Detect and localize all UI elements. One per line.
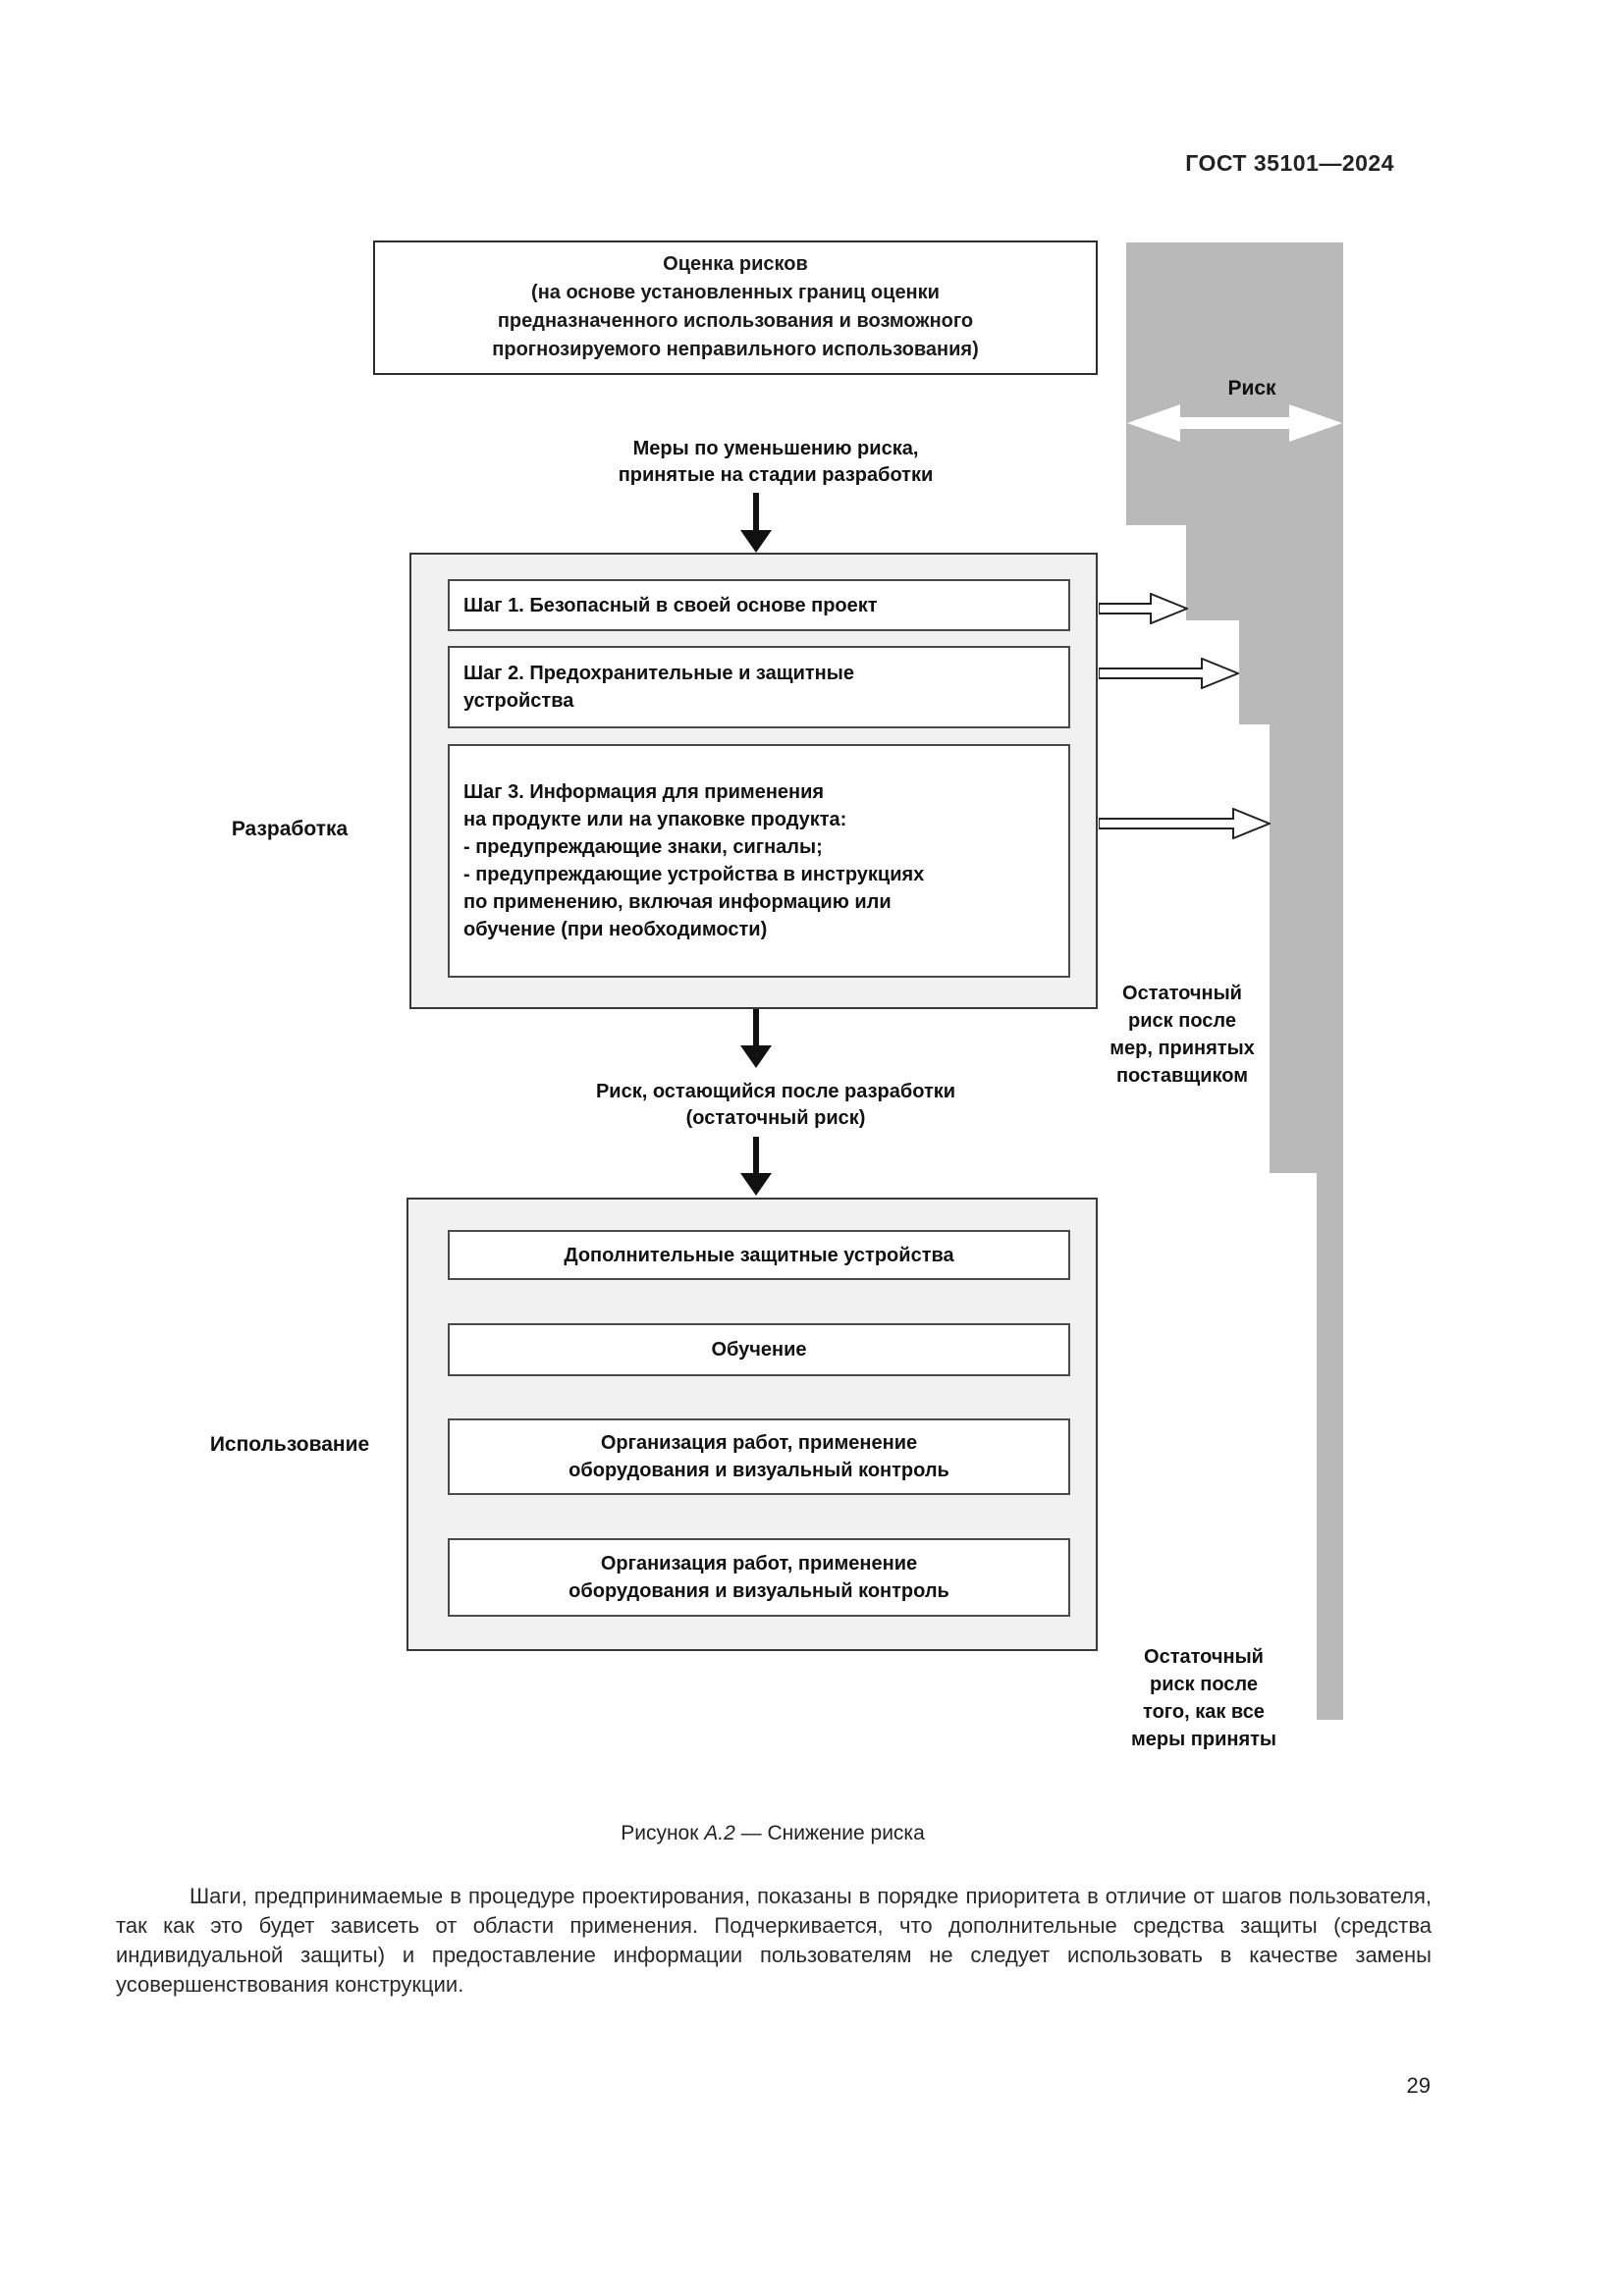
step1-box: Шаг 1. Безопасный в своей основе проект xyxy=(448,579,1070,631)
risk-double-arrow-icon xyxy=(1127,404,1342,442)
risk-label: Риск xyxy=(1227,377,1276,400)
figure-caption: Рисунок А.2 — Снижение риска xyxy=(116,1822,1430,1845)
step2-result-arrow-icon xyxy=(1099,658,1239,689)
caption-figure-number: А.2 xyxy=(704,1822,735,1844)
work-organization-box-1: Организация работ, применение оборудован… xyxy=(448,1418,1070,1495)
residual-risk-label: Риск, остающийся после разработки (остат… xyxy=(595,1081,956,1129)
work-organization-box-2: Организация работ, применение оборудован… xyxy=(448,1538,1070,1617)
training-box: Обучение xyxy=(448,1323,1070,1376)
development-label: Разработка xyxy=(231,818,349,840)
step3-box: Шаг 3. Информация для применения на прод… xyxy=(448,744,1070,978)
risk-bar-segment-3 xyxy=(1239,620,1343,724)
caption-prefix: Рисунок xyxy=(621,1822,705,1844)
down-arrow-icon xyxy=(740,1009,772,1068)
down-arrow-icon xyxy=(740,1137,772,1196)
risk-bar-segment-1 xyxy=(1126,242,1343,525)
page-number: 29 xyxy=(1406,2073,1431,2098)
residual-after-supplier-note: Остаточный риск после мер, принятых пост… xyxy=(1110,983,1255,1087)
risk-assessment-box: Оценка рисков (на основе установленных г… xyxy=(373,240,1098,375)
use-label: Использование xyxy=(209,1433,370,1456)
down-arrow-icon xyxy=(740,493,772,553)
risk-bar-segment-2 xyxy=(1186,525,1343,620)
standard-code-header: ГОСТ 35101—2024 xyxy=(1185,150,1394,176)
step3-result-arrow-icon xyxy=(1099,808,1271,839)
step2-box: Шаг 2. Предохранительные и защитные устр… xyxy=(448,646,1070,728)
risk-bar-segment-5 xyxy=(1317,1173,1343,1720)
risk-bar-segment-4 xyxy=(1270,724,1343,1173)
additional-protection-box: Дополнительные защитные устройства xyxy=(448,1230,1070,1280)
residual-after-all-note: Остаточный риск после того, как все меры… xyxy=(1131,1646,1276,1750)
caption-suffix: — Снижение риска xyxy=(734,1822,925,1844)
measures-label: Меры по уменьшению риска, принятые на ст… xyxy=(618,438,934,486)
step1-result-arrow-icon xyxy=(1099,593,1188,624)
body-paragraph: Шаги, предпринимаемые в процедуре проект… xyxy=(116,1884,1432,1997)
